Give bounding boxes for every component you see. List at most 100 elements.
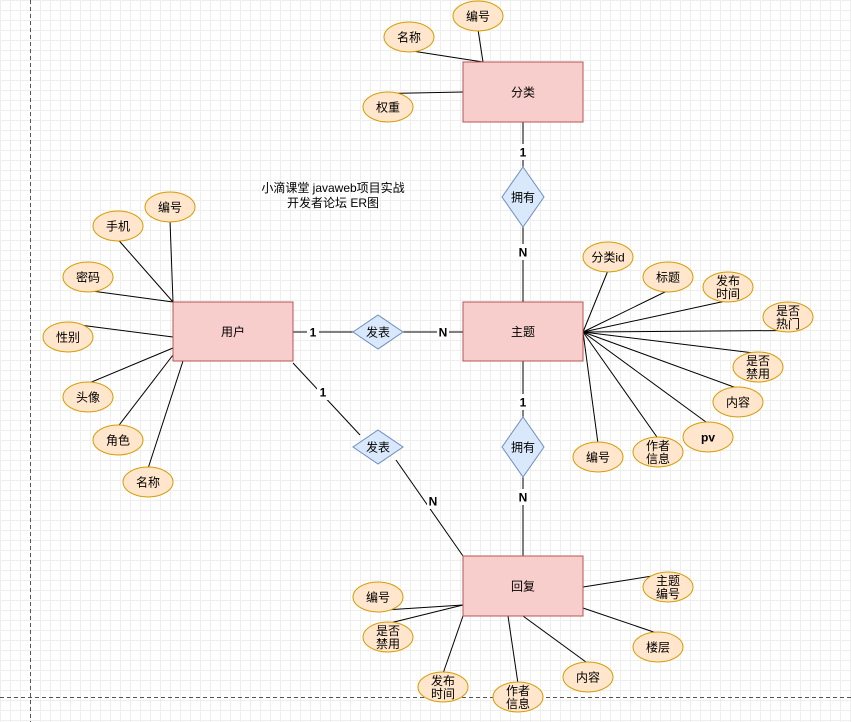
attribute-topic-category-id[interactable]: [582, 241, 634, 273]
relationship-diamond: [501, 416, 545, 478]
relationship-cat_topic[interactable]: [501, 166, 545, 228]
attribute-reply-is-banned[interactable]: [362, 621, 414, 653]
relationship-diamond: [352, 429, 404, 465]
attribute-ellipse: [732, 351, 784, 383]
attribute-label: 主题编号: [656, 574, 680, 601]
attribute-reply-floor[interactable]: [632, 631, 684, 663]
cardinality-backdrop: [517, 394, 529, 410]
attribute-ellipse: [42, 321, 94, 353]
entity-label: 主题: [511, 325, 535, 339]
attribute-category-name[interactable]: [383, 21, 435, 53]
attribute-label: 角色: [106, 433, 130, 447]
attribute-connector: [87, 347, 174, 384]
relationship-topic_reply[interactable]: [501, 416, 545, 478]
attribute-label: 编号: [466, 8, 490, 23]
attribute-ellipse: [572, 441, 624, 473]
relationship-user_reply[interactable]: [352, 429, 404, 465]
attribute-user-gender[interactable]: [42, 321, 94, 353]
entity-topic[interactable]: [462, 301, 584, 362]
relationship-diamond: [501, 166, 545, 228]
attribute-category-id[interactable]: [452, 0, 504, 32]
attribute-user-role[interactable]: [92, 424, 144, 456]
attribute-user-phone[interactable]: [92, 210, 144, 242]
attribute-ellipse: [642, 261, 694, 293]
cardinality-label: 1: [520, 145, 527, 159]
attribute-label: 手机: [106, 219, 130, 233]
attribute-topic-id[interactable]: [572, 441, 624, 473]
attribute-user-name[interactable]: [122, 466, 174, 498]
attribute-reply-author-info[interactable]: [492, 681, 544, 713]
attribute-connector: [387, 91, 464, 94]
cardinality-backdrop: [437, 324, 449, 340]
attribute-label: 编号: [158, 199, 182, 214]
attribute-user-avatar[interactable]: [62, 381, 114, 413]
attribute-label: 发布时间: [431, 673, 455, 701]
attribute-ellipse: [762, 301, 814, 333]
attribute-connector: [582, 270, 609, 333]
attribute-reply-publish-time[interactable]: [417, 671, 469, 703]
attribute-connector: [582, 607, 659, 634]
attribute-ellipse: [642, 571, 694, 603]
attribute-ellipse: [492, 681, 544, 713]
attribute-label: 楼层: [646, 639, 670, 654]
relationship-diamond: [352, 314, 404, 350]
attribute-label: 分类id: [591, 250, 624, 264]
attribute-connector: [582, 331, 759, 354]
attribute-connector: [507, 615, 519, 684]
attribute-topic-author-info[interactable]: [632, 436, 684, 468]
attribute-reply-topic-id[interactable]: [642, 571, 694, 603]
attribute-connector: [117, 239, 174, 303]
attribute-label: 是否禁用: [376, 624, 400, 651]
attribute-label: 名称: [397, 29, 421, 44]
relationship-label: 拥有: [511, 190, 535, 204]
attribute-connector: [582, 300, 729, 333]
attribute-user-id[interactable]: [144, 191, 196, 223]
entity-box: [462, 555, 584, 617]
attribute-label: 性别: [56, 330, 80, 344]
entity-user[interactable]: [172, 301, 294, 362]
attribute-topic-content[interactable]: [712, 386, 764, 418]
attribute-connector: [582, 330, 789, 333]
attribute-ellipse: [62, 261, 114, 293]
attribute-ellipse: [362, 621, 414, 653]
attribute-ellipse: [144, 191, 196, 223]
attribute-connector: [442, 615, 464, 674]
relationship-user_topic[interactable]: [352, 314, 404, 350]
attribute-label: 作者信息: [646, 439, 670, 466]
cardinality-backdrop: [307, 324, 319, 340]
attribute-label: 密码: [76, 269, 100, 284]
entity-label: 分类: [511, 85, 535, 99]
cardinality-label: N: [439, 325, 448, 339]
cardinality-label: 1: [310, 325, 317, 339]
attribute-ellipse: [62, 381, 114, 413]
entity-box: [462, 301, 584, 362]
attribute-topic-is-banned[interactable]: [732, 351, 784, 383]
attribute-ellipse: [92, 210, 144, 242]
attribute-user-password[interactable]: [62, 261, 114, 293]
attribute-reply-id[interactable]: [352, 581, 404, 613]
attribute-connector: [582, 331, 739, 389]
shape-layer: [42, 0, 814, 713]
attribute-topic-publish-time[interactable]: [702, 271, 754, 303]
attribute-connector: [117, 354, 174, 427]
attribute-connector: [522, 615, 589, 664]
attribute-ellipse: [712, 386, 764, 418]
attribute-reply-content[interactable]: [562, 661, 614, 693]
entity-category[interactable]: [462, 61, 584, 123]
attribute-topic-is-hot[interactable]: [762, 301, 814, 333]
attribute-label: 作者信息: [506, 684, 530, 711]
attribute-label: 头像: [76, 390, 100, 404]
entity-label: 回复: [511, 579, 535, 593]
attribute-ellipse: [582, 241, 634, 273]
cardinality-backdrop: [517, 244, 529, 260]
attribute-category-weight[interactable]: [362, 91, 414, 123]
cardinality-backdrop: [517, 144, 529, 160]
entity-reply[interactable]: [462, 555, 584, 617]
attribute-ellipse: [452, 0, 504, 32]
attribute-label: 编号: [366, 589, 390, 604]
attribute-topic-title[interactable]: [642, 261, 694, 293]
attribute-topic-pv[interactable]: [682, 421, 734, 453]
attribute-label: 是否热门: [776, 304, 800, 331]
attribute-connector: [582, 290, 669, 333]
